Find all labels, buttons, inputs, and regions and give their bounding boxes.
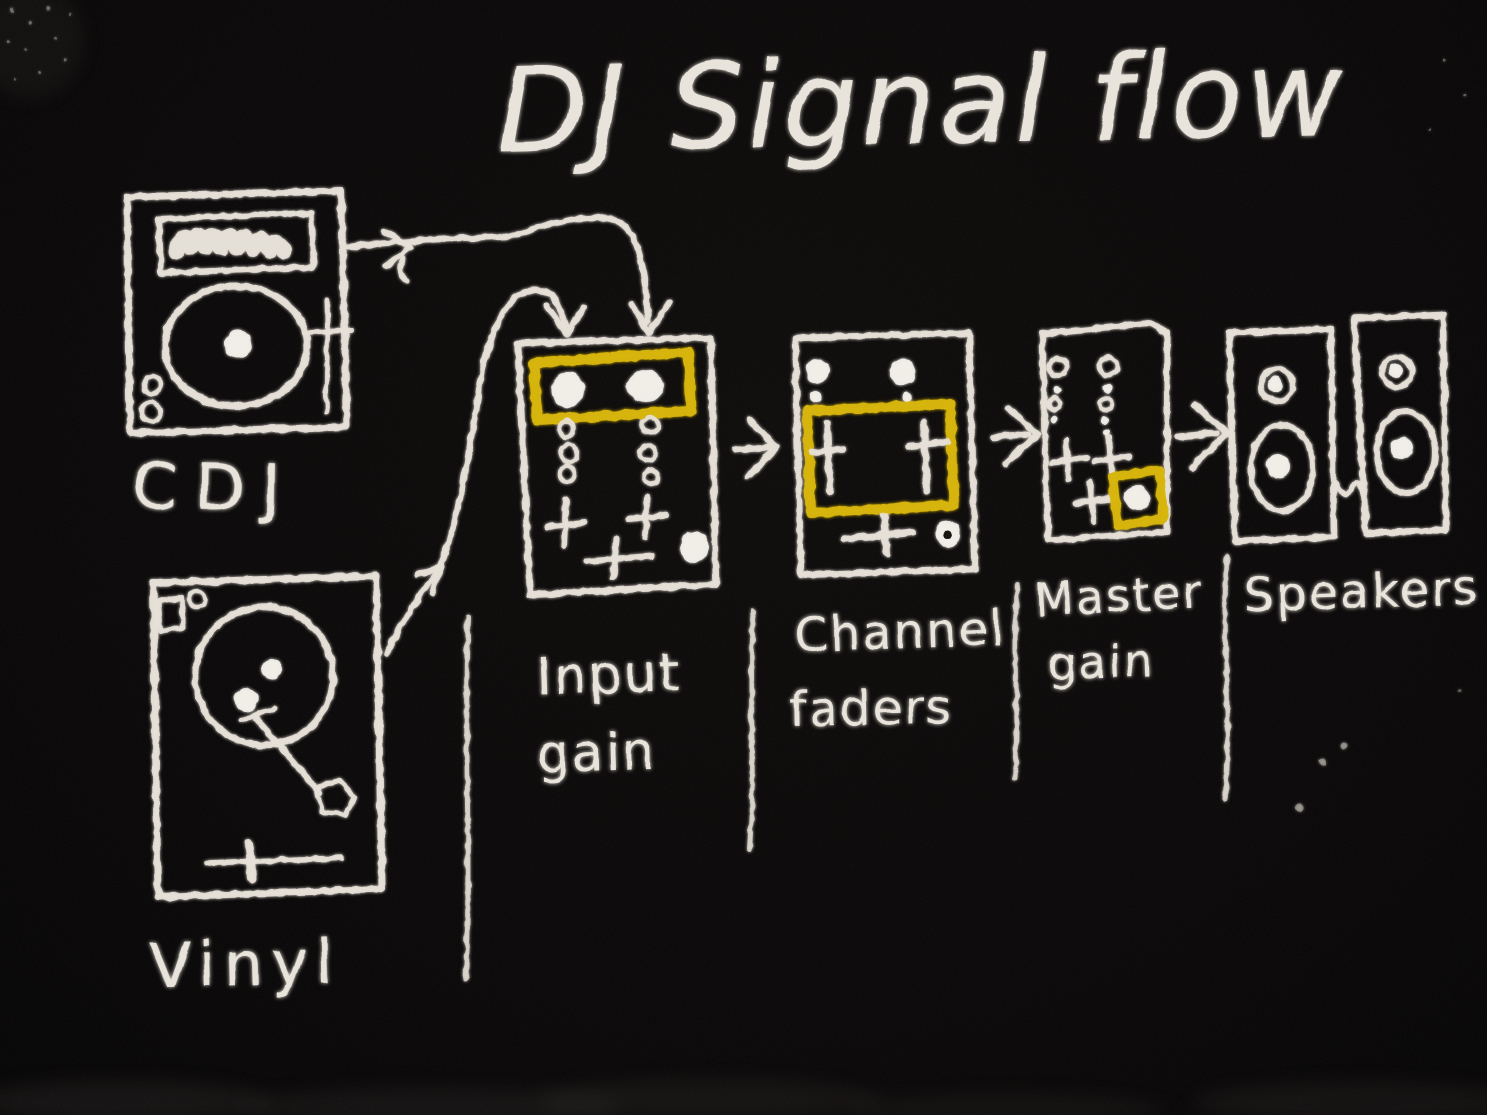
master-gain-label-line2: gain xyxy=(1046,633,1155,691)
cdj-label: CDJ xyxy=(132,450,300,527)
speaker-right-cabinet xyxy=(1350,311,1450,537)
turntable-pitch-fader xyxy=(203,855,344,866)
speaker-left-cabinet xyxy=(1225,325,1338,545)
speaker-right-tweeter-dome xyxy=(1389,364,1403,378)
cue-knob xyxy=(680,531,708,563)
speaker-left-woofer-cap xyxy=(1266,454,1290,478)
master-gain-highlight-box xyxy=(1107,465,1169,531)
input-gain-label-line2: gain xyxy=(536,722,658,785)
headphone-knob-center xyxy=(944,530,952,538)
master-gain-label-line1: Master xyxy=(1033,564,1205,627)
tonearm-headshell xyxy=(313,777,358,818)
cdj-button-top xyxy=(141,373,163,397)
arrow-channel-faders-to-master-gain xyxy=(990,404,1042,467)
master-knobs-left-column xyxy=(1046,355,1070,423)
input-gain-knob-left xyxy=(552,372,584,408)
eq-knobs-left xyxy=(556,418,580,485)
channel-knob-right xyxy=(890,359,916,385)
label-dividers xyxy=(463,554,1230,982)
speaker-right-woofer xyxy=(1374,408,1438,496)
cdj-button-bottom xyxy=(139,399,163,425)
speaker-left-tweeter-dome xyxy=(1267,376,1283,392)
divider-input-gain xyxy=(463,614,471,982)
mixer-channel-faders-panel xyxy=(791,329,979,579)
tonearm-counterweight xyxy=(234,688,258,712)
cdj-drawing xyxy=(123,187,354,437)
panel-outline xyxy=(791,329,979,579)
channel-faders-highlight-box xyxy=(802,399,959,518)
speaker-left-woofer xyxy=(1248,422,1316,514)
arrow-vinyl-to-input-gain xyxy=(383,287,587,657)
turntable-start-button xyxy=(186,588,208,610)
speaker-right xyxy=(1350,311,1450,537)
tonearm xyxy=(251,713,323,796)
arrowhead-into-right-knob xyxy=(629,299,672,336)
eq-knobs-right xyxy=(637,414,661,487)
channel-knob-left-dot xyxy=(810,391,822,403)
speaker-left-tweeter xyxy=(1258,366,1296,404)
input-gain-knob-right xyxy=(627,370,665,402)
turntable-spindle xyxy=(262,659,282,679)
channel-knob-right-dot xyxy=(902,392,912,402)
divider-channel-faders xyxy=(747,608,756,852)
page-title: DJ Signal flow xyxy=(496,24,1347,180)
crossfader xyxy=(841,511,916,558)
speaker-right-tweeter xyxy=(1379,354,1415,390)
channel-faders-label-line2: faders xyxy=(789,679,953,738)
panel-outline xyxy=(1039,320,1170,543)
arrowhead-into-left-knob xyxy=(544,303,587,337)
cdj-jog-wheel xyxy=(161,282,311,410)
panel-outline xyxy=(514,334,720,599)
mixer-input-gain-panel xyxy=(514,334,720,599)
arrowhead-tail-curl xyxy=(397,255,410,284)
turntable-power-button xyxy=(155,595,186,634)
cdj-pitch-fader xyxy=(323,297,331,414)
channel-faders-label-line1: Channel xyxy=(793,601,1006,664)
speakers-drawing xyxy=(1225,311,1450,545)
vinyl-label: Vinyl xyxy=(148,925,341,1003)
channel-knob-left xyxy=(806,359,830,383)
channel-fader-left xyxy=(808,419,848,495)
cdj-pitch-tick xyxy=(301,327,354,336)
speaker-right-woofer-cap xyxy=(1391,437,1413,459)
master-gain-knob xyxy=(1124,486,1150,510)
cdj-waveform-scribble xyxy=(169,227,292,259)
turntable-body xyxy=(149,572,386,901)
divider-master-gain xyxy=(1012,581,1020,782)
input-gain-label-line1: Input xyxy=(535,643,682,708)
master-knobs-right-column xyxy=(1096,354,1120,435)
cdj-display xyxy=(155,210,317,276)
channel-fader-right xyxy=(905,418,952,495)
vinyl-drawing xyxy=(149,572,386,901)
arrowhead-mid xyxy=(381,228,413,270)
speaker-cable xyxy=(1333,479,1365,497)
arrow-input-gain-to-channel-faders xyxy=(732,416,780,481)
tonearm-cross xyxy=(238,705,278,723)
arrowhead-mid xyxy=(414,563,445,596)
cdj-body xyxy=(123,187,351,437)
turntable-platter xyxy=(191,603,337,749)
arrow-master-gain-to-speakers xyxy=(1173,401,1231,471)
fader-marks xyxy=(544,494,670,581)
turntable-pitch-knob xyxy=(244,838,257,884)
cdj-jog-center xyxy=(224,330,252,358)
speakers-label: Speakers xyxy=(1242,560,1480,624)
speaker-left xyxy=(1225,325,1338,545)
chalk-dust xyxy=(6,6,1467,812)
mixer-master-gain-panel xyxy=(1039,320,1170,543)
arrow-cdj-to-input-gain xyxy=(344,214,672,336)
divider-speakers xyxy=(1222,554,1230,802)
input-gain-highlight-box xyxy=(529,347,696,425)
